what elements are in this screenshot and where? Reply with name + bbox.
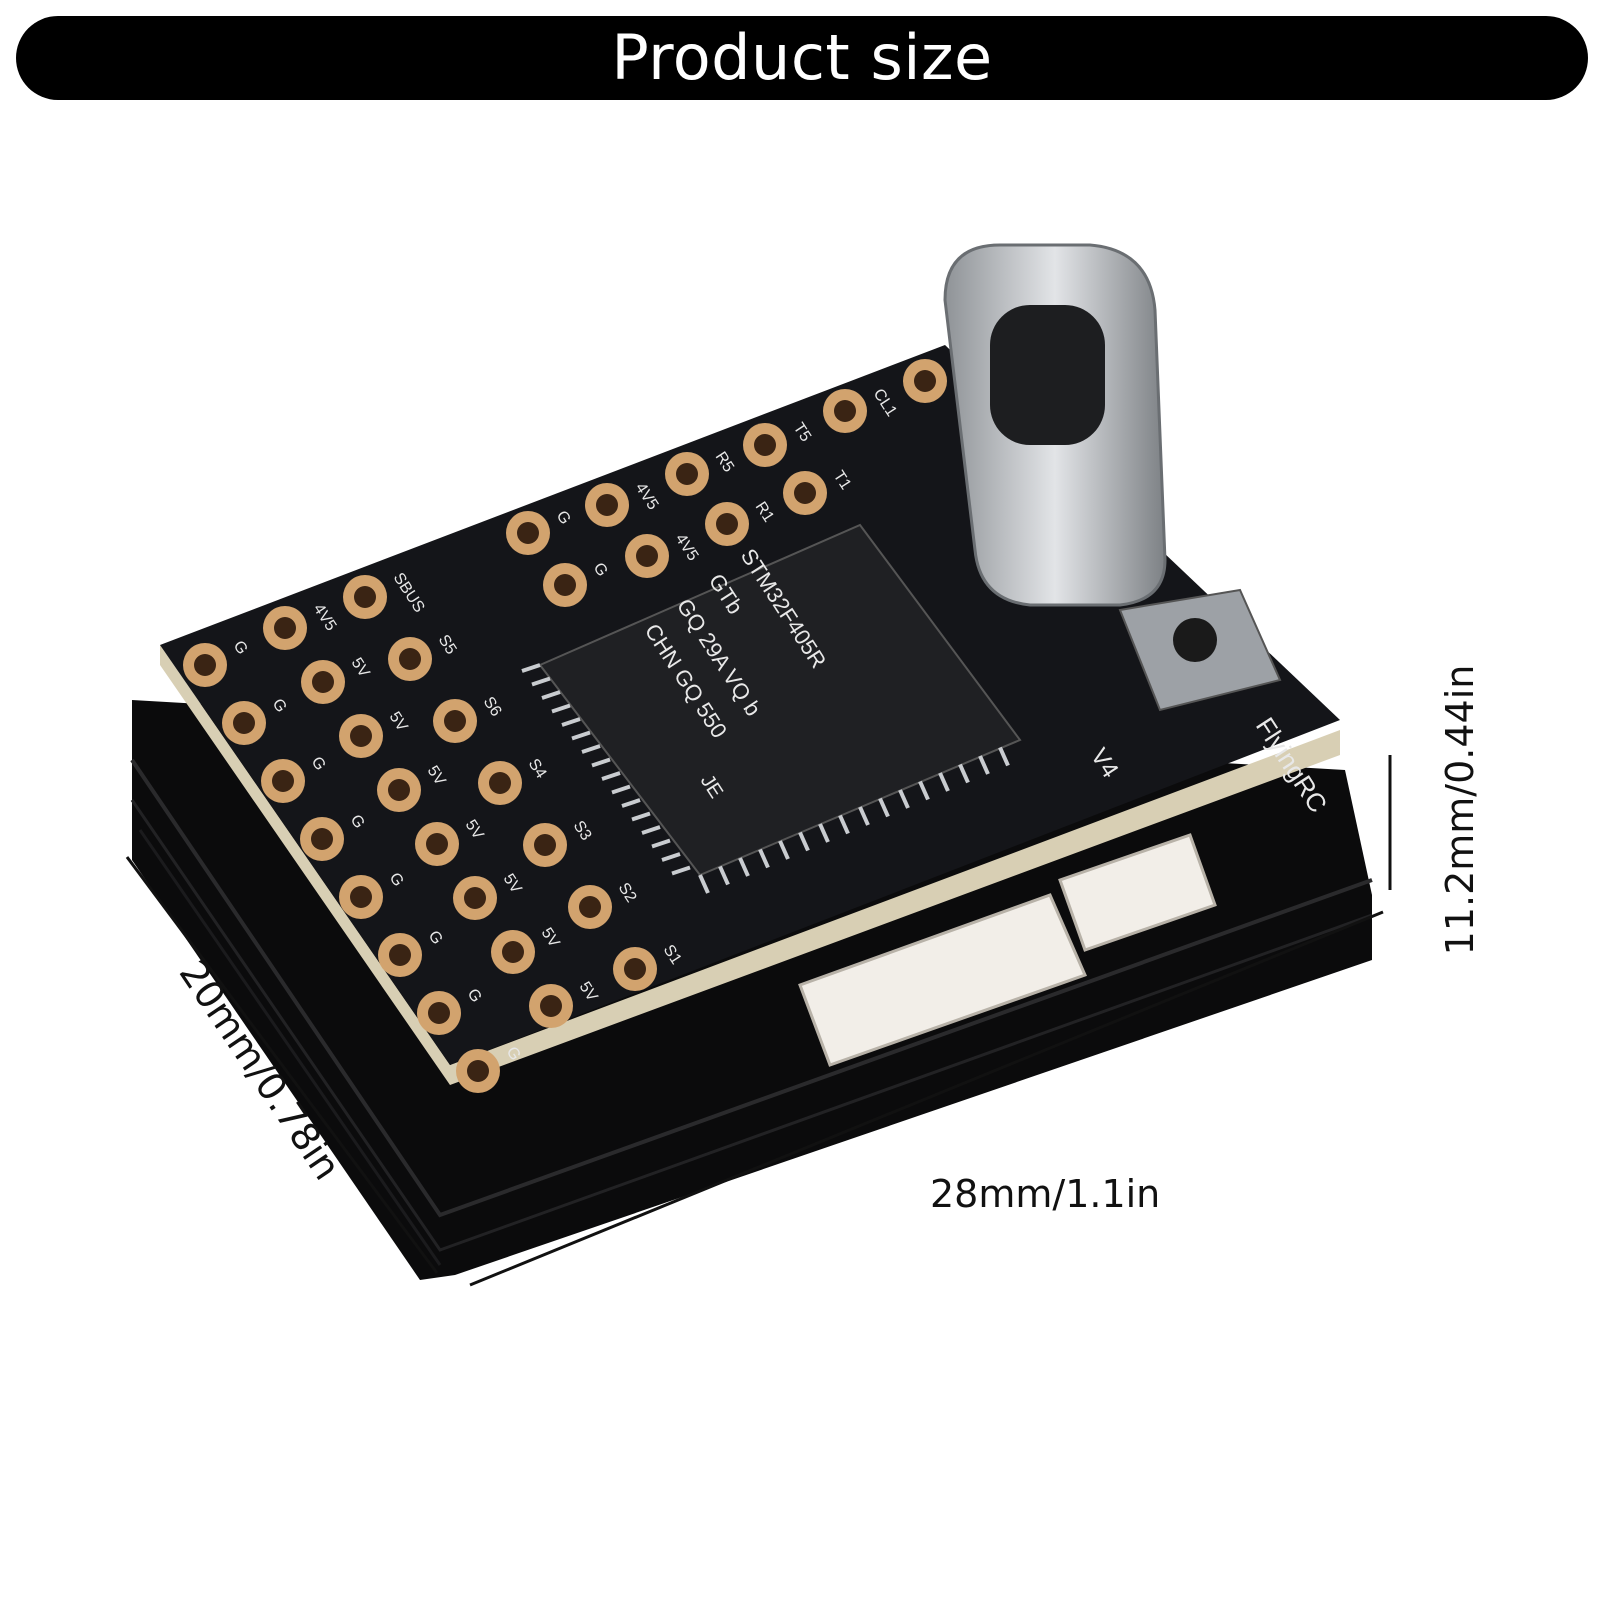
chip-pin-left-3 [551, 703, 571, 714]
chip-pin-bottom-8 [858, 806, 870, 826]
dim-line-width [125, 856, 439, 1274]
chip-pin-left-15 [671, 865, 691, 876]
height-label: 11.2mm/0.44in [1438, 664, 1482, 956]
pad-top-1-hole [596, 494, 618, 516]
chip-pin-left-12 [641, 825, 661, 835]
chip-pin-bottom-9 [878, 797, 890, 818]
pad-5v-3-hole [388, 779, 410, 801]
length-label: 28mm/1.1in [930, 1172, 1161, 1216]
chip-pin-bottom-3 [758, 848, 770, 869]
jst-connectors [798, 833, 1217, 1067]
usb-c-connector [943, 243, 1167, 607]
chip-pin-left-5 [571, 730, 591, 741]
chip-pin-left-8 [601, 771, 621, 781]
dim-line-length [469, 910, 1384, 1287]
chip-pin-left-0 [521, 663, 541, 673]
pad-5v-5-hole [464, 887, 486, 909]
pad-5v-1-hole [312, 671, 334, 693]
pad-top-7-hole [636, 545, 658, 567]
pad-s-3-hole [489, 772, 511, 794]
chip-pin-bottom-0 [698, 874, 710, 894]
chip-pin-bottom-15 [998, 746, 1010, 767]
pad-g-6-hole [428, 1002, 450, 1024]
chip-pin-bottom-4 [778, 840, 790, 860]
chip-pin-left-4 [561, 717, 581, 727]
pad-s-0-hole [354, 586, 376, 608]
dimension-lines [125, 755, 1392, 1287]
chip-pin-bottom-2 [738, 857, 750, 877]
chip-pin-bottom-7 [838, 814, 850, 835]
title-banner: Product size [16, 16, 1588, 100]
chip-pin-left-14 [661, 852, 681, 862]
pad-5v-7-hole [540, 995, 562, 1017]
chip-pin-left-9 [611, 784, 631, 795]
chip-pin-bottom-10 [898, 789, 910, 809]
pad-s-2-hole [444, 710, 466, 732]
pad-g-7-hole [467, 1060, 489, 1082]
pad-g-0-hole [194, 654, 216, 676]
pad-5v-4-hole [426, 833, 448, 855]
pad-g-1-hole [233, 712, 255, 734]
pad-s-1-hole [399, 648, 421, 670]
title-text: Product size [611, 21, 993, 94]
chip-pin-left-1 [531, 676, 551, 687]
pad-top-4-hole [834, 400, 856, 422]
pad-5v-6-hole [502, 941, 524, 963]
chip-pin-left-2 [541, 690, 561, 700]
chip-pin-left-11 [631, 811, 651, 822]
pad-top-0-hole [517, 522, 539, 544]
pad-top-5-hole [914, 370, 936, 392]
pad-g-5-hole [389, 944, 411, 966]
chip-pins [521, 663, 1010, 894]
boot-button [1118, 588, 1282, 712]
chip-pin-left-13 [651, 838, 671, 849]
pad-g-4-hole [350, 886, 372, 908]
pad-s-5-hole [579, 896, 601, 918]
chip-pin-bottom-12 [938, 772, 950, 792]
pad-top-3-hole [754, 434, 776, 456]
chip-pin-bottom-11 [918, 780, 930, 801]
pad-g-2-hole [272, 770, 294, 792]
chip-pin-bottom-13 [958, 763, 970, 784]
pad-s-4-hole [534, 834, 556, 856]
pad-s-6-hole [624, 958, 646, 980]
chip-pin-bottom-1 [718, 865, 730, 886]
chip-pin-bottom-6 [818, 823, 830, 843]
chip-pin-bottom-5 [798, 831, 810, 852]
chip-pin-bottom-14 [978, 755, 990, 775]
pad-g-3-hole [311, 828, 333, 850]
chip-pin-left-6 [581, 744, 601, 754]
chip-pin-left-10 [621, 798, 641, 808]
pad-top-8-hole [716, 513, 738, 535]
pad-5v-2-hole [350, 725, 372, 747]
mcu-chip [521, 523, 1022, 894]
chip-pin-left-7 [591, 757, 611, 768]
pad-top-2-hole [676, 463, 698, 485]
pad-top-6-hole [554, 574, 576, 596]
pad-top-9-hole [794, 482, 816, 504]
pad-5v-0-hole [274, 617, 296, 639]
